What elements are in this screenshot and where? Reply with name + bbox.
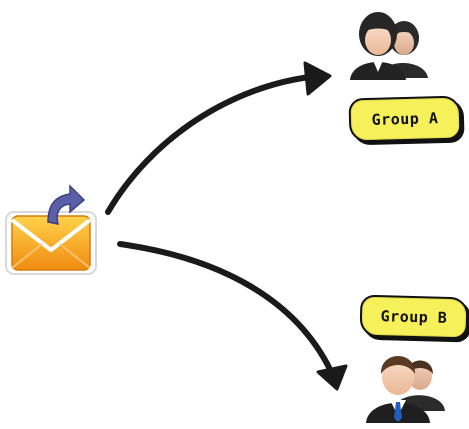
- connector-to-group-b: [117, 241, 348, 391]
- send-arrow-icon: [47, 184, 86, 225]
- arrowhead-a: [303, 61, 332, 96]
- group-a-label-text: Group A: [371, 109, 439, 129]
- group-b-label: Group B: [359, 294, 469, 340]
- group-a-label: Group A: [348, 95, 462, 143]
- mail-send-icon: [5, 184, 97, 275]
- female-users-icon: [350, 12, 428, 80]
- arrowhead-b: [316, 364, 348, 391]
- connector-to-group-a: [105, 61, 332, 215]
- group-b-label-text: Group B: [380, 307, 448, 327]
- male-users-icon: [366, 356, 445, 423]
